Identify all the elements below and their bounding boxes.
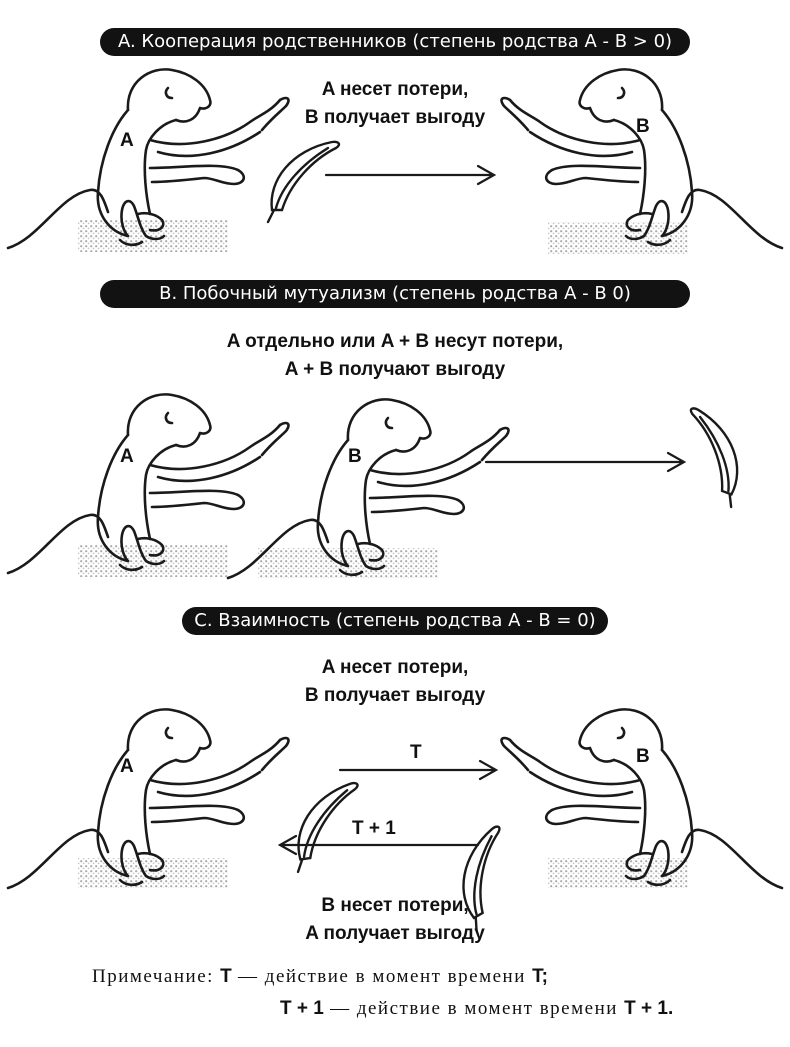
arrow-right-icon	[338, 759, 499, 781]
arrow-right-icon	[484, 451, 687, 473]
note-prefix: Примечание:	[92, 966, 214, 987]
monkey-label: B	[636, 746, 650, 767]
monkey-label: B	[636, 116, 650, 137]
arrow-right-icon	[324, 164, 497, 186]
arrow-label-t: T	[410, 742, 422, 763]
ground-shadow-right	[548, 222, 688, 254]
monkey-label: B	[348, 446, 362, 467]
banana-icon	[266, 140, 341, 224]
ground-shadow-left	[78, 220, 228, 252]
caption-panel-b: A отдельно или A + B несут потери, A + B…	[226, 331, 564, 380]
banner-byproduct-mutualism: B. Побочный мутуализм (степень родства A…	[100, 280, 690, 308]
monkey-label: A	[120, 756, 134, 777]
monkey-label: A	[120, 446, 134, 467]
caption-panel-a: A несет потери, B получает выгоду	[304, 79, 486, 128]
caption-panel-c-bottom: B несет потери, A получает выгоду	[305, 895, 485, 944]
arrow-left-icon	[277, 834, 480, 856]
panel-c-art	[6, 708, 784, 932]
banner-reciprocity: C. Взаимность (степень родства A - B = 0…	[182, 607, 608, 635]
panel-a-art	[6, 68, 784, 254]
caption-panel-c-top: A несет потери, B получает выгоду	[304, 657, 486, 706]
monkey-b	[500, 68, 784, 250]
banner-kin-cooperation: A. Кооперация родственников (степень род…	[100, 28, 690, 56]
banana-icon	[663, 406, 760, 509]
arrow-label-t-plus-1: T + 1	[352, 818, 396, 839]
note-line-2: T + 1 — действие в момент времени T + 1.	[280, 998, 674, 1019]
panel-b-art	[6, 393, 760, 580]
note-line-1: Примечание: T — действие в момент времен…	[92, 966, 548, 987]
monkey-label: A	[120, 130, 134, 151]
